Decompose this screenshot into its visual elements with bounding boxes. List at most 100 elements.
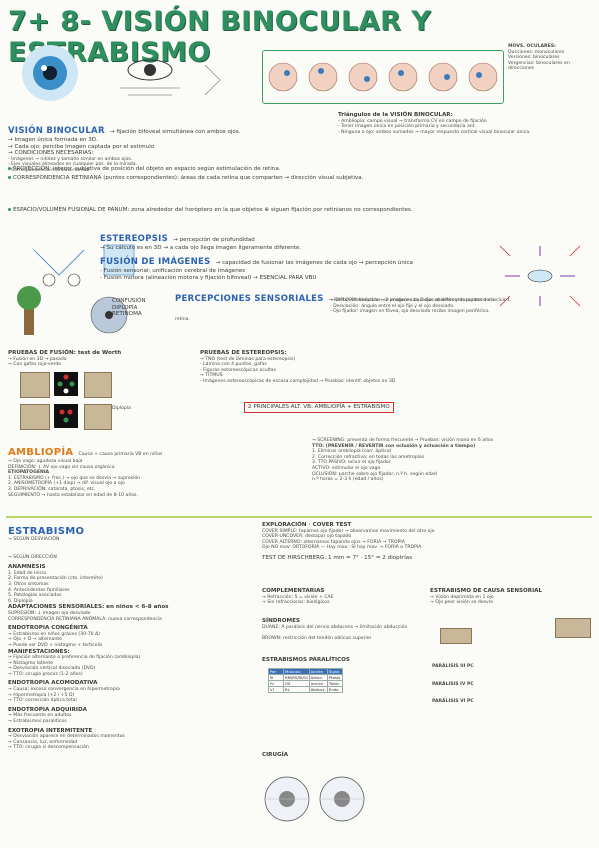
text-line: → TTO: cirugía precoz (1-2 años) [8,671,83,677]
adquirida-heading: ENDOTROPIA ADQUIRIDA [8,706,87,713]
alteracion-item: DIPLOPÍA [112,304,138,311]
ambliopia-section: AMBLIOPÍA Causa + causa primaria VB en n… [8,440,308,498]
worth-lights-photo [54,404,78,428]
oclusion-line: OCLUSIÓN: parche sobre ojo fijador, n.º … [312,471,437,477]
text-line: PARÁLISIS IV PC [432,681,474,687]
sindromes-section: SÍNDROMES DUANE: A parálisis del nervio … [262,618,592,642]
correspondencia-text: CORRESPONDENCIA RETINIANA (puntos corres… [13,175,364,181]
table-cell: RM/RS/RI/OI [283,674,310,681]
estrabismo-section: ESTRABISMO → SEGÚN DESVIACIÓN → SEGÚN DI… [8,526,258,751]
glasses-photo [84,372,112,398]
section-heading: ESTRABISMO [8,526,85,537]
text-line: - Ninguna o ojo: ambos sumados → mayor r… [338,129,531,135]
text-line: BROWN: restricción del tendón oblicuo su… [262,636,372,642]
text-line: → TTO: corrección óptica total [8,698,77,704]
text-line: - Lámina con 4 puntos, gafas [200,362,267,368]
text-line: ACTIVO: estimular el ojo vago [312,465,381,471]
section-desc: Causa + causa primaria VB en niños [78,452,163,457]
section-heading: FUSIÓN DE IMÁGENES [100,257,211,267]
text-line: → TTO: cirugía si descompensación [8,745,89,751]
text-line: 1. Edad de inicio [8,570,47,576]
text-line: DUANE: A parálisis del nervio abducens →… [262,624,408,630]
text-line: → DIPLOPÍA: binocular, se produce con 2 … [330,298,512,303]
text-line: - Figuras estereoscópicas ocultas [200,367,277,373]
exploracion-section: EXPLORACIÓN · COVER TEST COVER SIMPLE: t… [262,522,592,562]
text-line: - Fusión sensorial: unificación cerebral… [100,268,246,274]
causa-sensorial-section: ESTRABISMO DE CAUSA SENSORIAL → Visión d… [430,588,590,606]
text-line: SUPRESIÓN: ↓ imagen ojo desviado [8,610,91,616]
adaptaciones-heading: ADAPTACIONES SENSORIALES: en niños < 6-8… [8,604,169,611]
section-heading: SÍNDROMES [262,618,300,624]
table-cell: RL [283,686,310,693]
horopter-text: ESPACIO/VOLUMEN FUSIONAL DE PANUM: zona … [13,207,413,213]
text-line: 1. ESTRABISMO (+ frec.) → ojo que se des… [8,475,141,481]
horopter-diagrams [17,244,135,335]
text-line: → Cada ojo: percibe imagen captada por e… [8,143,155,150]
text-line: → Visión deprimida en 1 ojo [430,594,494,600]
section-heading: COMPLEMENTARIAS [262,588,325,594]
text-line: → Con gafas rojo-verde [8,362,62,368]
text-line: 1. Eliminar ambliopía (corr. óptica) [312,449,392,455]
section-heading: PRUEBAS DE ESTEREOPSIS: [200,350,287,356]
section-divider [6,516,592,518]
fusion-section: FUSIÓN DE IMÁGENES → capacidad de fusion… [100,249,430,281]
text-line: 4. Antecedentes familiares [8,587,70,593]
glasses-photo [84,404,112,430]
text-line: 6. Diplopía [8,598,33,604]
cirugia-diagram [264,776,365,822]
proyeccion-text: PROYECCIÓN: interpr. subjetiva de posici… [13,166,281,172]
text-line: → Ojo + D → alternante [8,637,62,643]
paralisis-notes: PARÁLISIS III PC PARÁLISIS IV PC PARÁLIS… [432,664,592,705]
text-line: → TNO (test de láminas para estereopsis) [200,356,296,362]
text-line: → Sin refraccionar: biológicos [262,600,330,606]
table-cell: VI [268,686,284,693]
text-line: PARÁLISIS VI PC [432,699,474,705]
side-notes: MOVS. OCULARES: Ducciones: monoculares V… [508,44,596,72]
text-line: → Desviación vertical disociada (DVD) [8,666,96,672]
correspondencia-line: CORRESPONDENCIA RETINIANA (puntos corres… [8,175,568,182]
screening-line: → SCREENING: presenta de forma frecuente… [312,438,494,443]
side-note-item: Vergencias: binoculares en direcciones [508,60,570,72]
alteracion-item: CONFUSIÓN [112,298,146,304]
section-heading: ESTRABISMOS PARALÍTICOS [262,657,350,663]
table-cell: Tortíc. [326,680,343,687]
text-line: → Desviación aparece en determinados mom… [8,734,125,740]
endotropia-heading: ENDOTROPIA CONGÉNITA [8,625,88,632]
section-heading: ESTRABISMO DE CAUSA SENSORIAL [430,588,543,594]
text-line: → Refracción: 5 = visión + CAE [262,594,334,600]
text-line: 3. TTO PASIVO: ocluir el ojo fijador [312,460,391,466]
text-line: → SEGÚN DESVIACIÓN [8,537,60,542]
acomodativa-heading: ENDOTROPIA ACOMODATIVA [8,680,98,687]
text-line: → Cansancio, luz, enfermedad [8,739,78,745]
text-line: → Fijación alternante o preferencia de f… [8,655,141,661]
side-note-item: Versiones: binoculares [508,55,560,61]
tto-heading: TTO: (PREVENIR / REVERTIR con oclusión y… [312,443,476,449]
section-desc: → percepción de profundidad [173,237,255,243]
complementarias-section: COMPLEMENTARIAS → Refracción: 5 = visión… [262,588,412,606]
page-title: 7+ 8- VISIÓN BINOCULAR Y ESTRABISMO [8,6,432,68]
text-line: - Imágenes → nitidez y tamaño similar en… [8,156,133,162]
alteracion-items: CONFUSIÓN DIPLOPÍA RETINOMA [112,298,192,318]
text-line: - Ejes visuales alineados en cualquier p… [8,162,137,168]
text-line: SEGUIMIENTO → hasta estabilizar en edad … [8,492,138,498]
alteracion-item: RETINOMA [112,311,142,318]
text-line: 5. Patologías asociadas [8,593,62,599]
table-cell: Endo [326,686,343,693]
section-desc: → Hecho estereóptico → 2 imágenes basada… [175,298,495,322]
horopter-line: ESPACIO/VOLUMEN FUSIONAL DE PANUM: zona … [8,207,588,214]
section-heading: PERCEPCIONES SENSORIALES [175,294,324,304]
text-line: → Fusión en 3D → pasado [8,356,67,362]
text-line: 2. ANISOMETROPÍA (+1 diop) → dif. visual… [8,481,125,487]
section-heading: EXPLORACIÓN · COVER TEST [262,522,352,528]
text-line: COVER ALTERNO: alternamos tapando ojos →… [262,539,405,545]
text-line: 3. Otros síntomas [8,581,49,587]
duane-photo [555,618,591,638]
text-line: DEFINICIÓN: ↓ AV ojo vago sin causa orgá… [8,464,115,470]
pruebas-fusion: PRUEBAS DE FUSIÓN: test de Worth → Fusió… [8,350,198,368]
section-desc: → capacidad de fusionar las imágenes de … [215,260,413,266]
text-line: → Estrabismos paralíticos [8,719,67,725]
text-line: - Ojo fijador: imagen en fóvea, ojo desv… [330,309,490,315]
principales-box: 2 PRINCIPALES ALT. VB: AMBLIOPÍA + ESTRA… [244,402,394,413]
text-line: CORRESPONDENCIA RETINIANA ANÓMALA: nueva… [8,616,162,622]
text-line: → Puede ser DVD + nistagmo + torticolis [8,642,103,648]
